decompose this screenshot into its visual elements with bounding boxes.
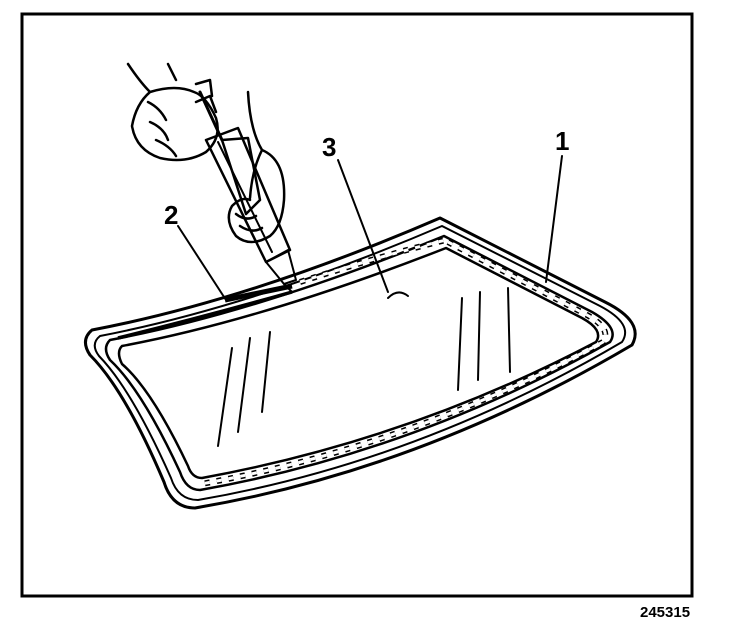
windshield-glass <box>84 216 637 510</box>
callout-2: 2 <box>164 200 178 230</box>
callout-3: 3 <box>322 132 336 162</box>
leader-lines <box>177 155 563 301</box>
figure-id: 245315 <box>640 604 690 621</box>
glass-reflection-lines <box>217 287 511 447</box>
leader-line-3 <box>337 159 389 293</box>
leader-line-2 <box>177 225 227 301</box>
urethane-bead <box>117 290 293 340</box>
primer-mark <box>387 291 409 299</box>
callout-1: 1 <box>555 126 569 156</box>
caulking-gun <box>194 78 297 293</box>
gloved-hands <box>126 62 286 244</box>
figure-border <box>20 12 694 598</box>
leader-line-1 <box>545 155 563 283</box>
